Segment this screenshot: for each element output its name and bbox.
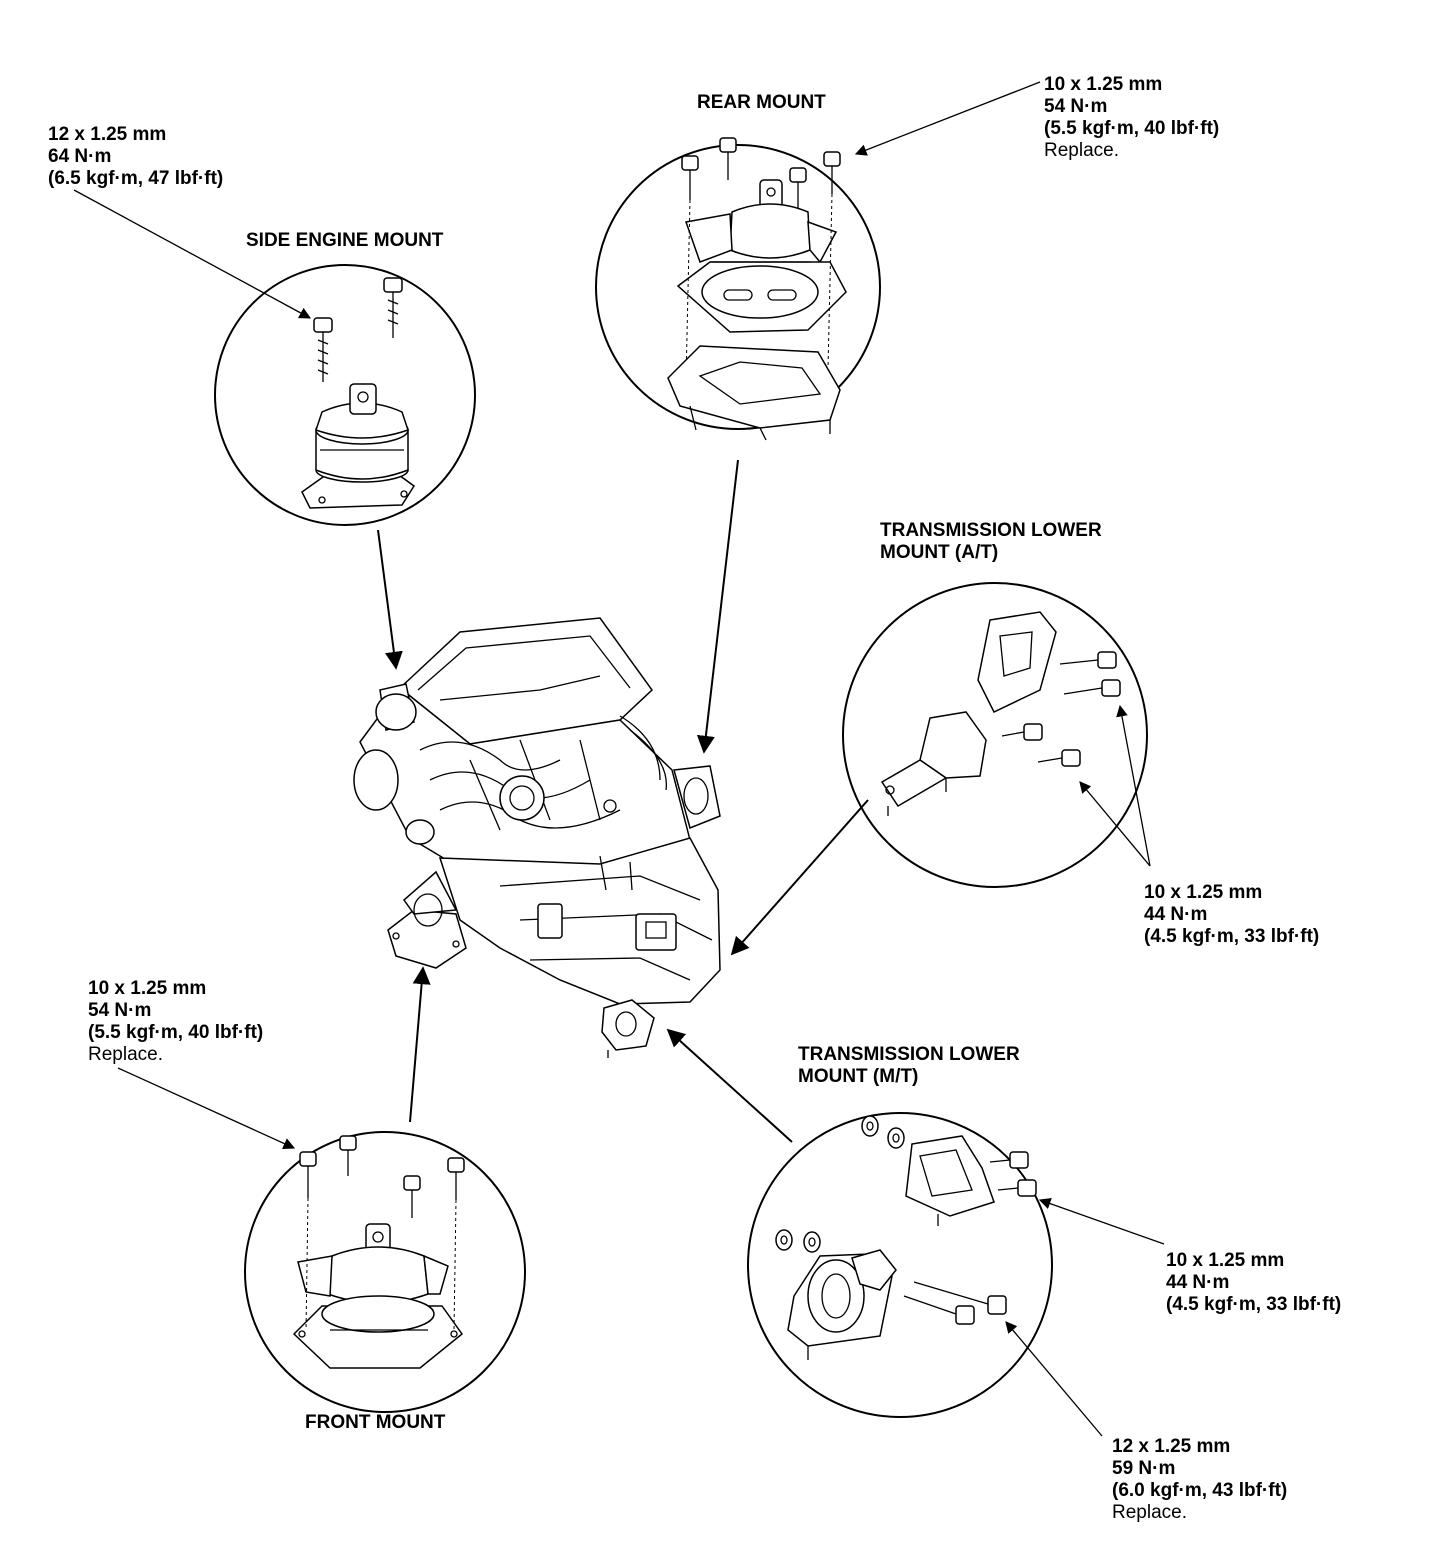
at-mount-circle	[842, 582, 1148, 888]
spec-size: 12 x 1.25 mm	[1112, 1436, 1231, 1457]
engine-assembly-illustration	[353, 617, 721, 1058]
rear-mount-illustration	[667, 137, 847, 441]
side-engine-mount-title: SIDE ENGINE MOUNT	[246, 230, 444, 251]
at-mount-arrow	[730, 799, 869, 956]
mt-mount-title-line2: MOUNT (M/T)	[798, 1066, 919, 1087]
mt-mount-circle	[747, 1112, 1053, 1418]
front-mount-circle	[244, 1131, 526, 1413]
front-mount-illustration	[292, 1135, 465, 1369]
rear-bolt-leader	[854, 81, 1041, 156]
spec-size: 10 x 1.25 mm	[88, 978, 207, 999]
spec-alt: (5.5 kgf·m, 40 lbf·ft)	[88, 1022, 264, 1043]
at-mount-title-line1: TRANSMISSION LOWER	[880, 520, 1102, 541]
spec-note: Replace.	[1044, 140, 1119, 161]
mt-mount-title-line1: TRANSMISSION LOWER	[798, 1044, 1020, 1065]
mt-bolt-large-leader	[1005, 1321, 1103, 1437]
at-mount-title-line2: MOUNT (A/T)	[880, 542, 999, 563]
spec-alt: (4.5 kgf·m, 33 lbf·ft)	[1144, 926, 1320, 947]
side-bolt-spec: 12 x 1.25 mm 64 N·m (6.5 kgf·m, 47 lbf·f…	[48, 124, 223, 190]
spec-note: Replace.	[88, 1044, 163, 1065]
side-bolt-leader	[73, 189, 312, 319]
spec-torque: 54 N·m	[88, 1000, 152, 1021]
spec-alt: (5.5 kgf·m, 40 lbf·ft)	[1044, 118, 1220, 139]
front-mount-title: FRONT MOUNT	[305, 1412, 446, 1433]
spec-torque: 64 N·m	[48, 146, 112, 167]
front-bolt-spec: 10 x 1.25 mm 54 N·m (5.5 kgf·m, 40 lbf·f…	[88, 978, 263, 1066]
at-mount-illustration	[880, 611, 1121, 816]
mt-bolt-small-spec: 10 x 1.25 mm 44 N·m (4.5 kgf·m, 33 lbf·f…	[1166, 1250, 1341, 1316]
rear-mount-circle	[595, 144, 881, 430]
spec-torque: 54 N·m	[1044, 96, 1108, 117]
spec-torque: 44 N·m	[1144, 904, 1208, 925]
spec-size: 10 x 1.25 mm	[1166, 1250, 1285, 1271]
spec-torque: 59 N·m	[1112, 1458, 1176, 1479]
side-mount-arrow	[377, 529, 403, 670]
side-engine-mount-illustration	[301, 277, 416, 509]
rear-mount-arrow	[696, 459, 739, 754]
spec-alt: (6.5 kgf·m, 47 lbf·ft)	[48, 168, 224, 189]
front-bolt-leader	[117, 1067, 296, 1149]
rear-mount-title: REAR MOUNT	[697, 92, 826, 113]
spec-alt: (6.0 kgf·m, 43 lbf·ft)	[1112, 1480, 1288, 1501]
spec-alt: (4.5 kgf·m, 33 lbf·ft)	[1166, 1294, 1342, 1315]
spec-note: Replace.	[1112, 1502, 1187, 1523]
mt-mount-illustration	[775, 1115, 1037, 1360]
rear-bolt-spec: 10 x 1.25 mm 54 N·m (5.5 kgf·m, 40 lbf·f…	[1044, 74, 1219, 162]
at-bolt-spec: 10 x 1.25 mm 44 N·m (4.5 kgf·m, 33 lbf·f…	[1144, 882, 1319, 948]
at-bolt-leader-2	[1079, 781, 1151, 867]
spec-size: 10 x 1.25 mm	[1044, 74, 1163, 95]
mt-mount-arrow	[666, 1028, 793, 1143]
mt-bolt-small-leader	[1038, 1198, 1165, 1245]
spec-torque: 44 N·m	[1166, 1272, 1230, 1293]
mt-bolt-large-spec: 12 x 1.25 mm 59 N·m (6.0 kgf·m, 43 lbf·f…	[1112, 1436, 1287, 1524]
spec-size: 12 x 1.25 mm	[48, 124, 167, 145]
side-mount-circle	[214, 264, 476, 526]
front-mount-arrow	[409, 966, 431, 1123]
spec-size: 10 x 1.25 mm	[1144, 882, 1263, 903]
at-bolt-leader-1	[1116, 704, 1151, 867]
